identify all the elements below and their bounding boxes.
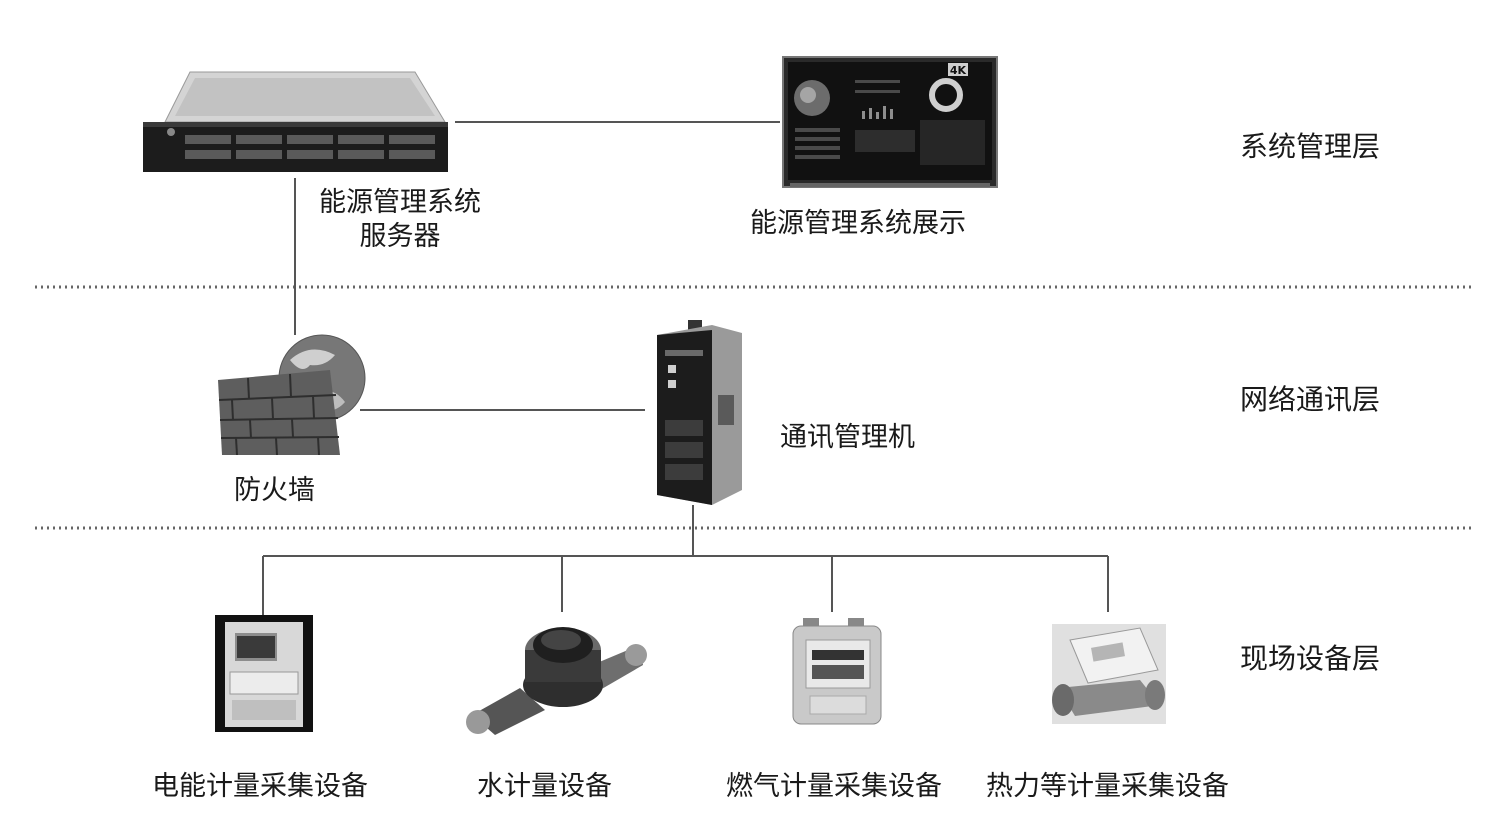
layer-label-network: 网络通讯层 [1240, 383, 1381, 416]
water-meter-label: 水计量设备 [477, 771, 612, 802]
firewall-icon [218, 334, 366, 456]
firewall-label: 防火墙 [234, 475, 315, 506]
server-icon [143, 71, 448, 172]
heat-meter-icon [1052, 624, 1166, 724]
electric-meter-label: 电能计量采集设备 [152, 771, 368, 802]
comm-manager-icon [657, 320, 742, 505]
server-label: 能源管理系统 服务器 [300, 186, 500, 254]
heat-meter-label: 热力等计量采集设备 [986, 771, 1229, 802]
water-meter-icon [466, 627, 647, 735]
display-label: 能源管理系统展示 [750, 208, 966, 239]
server-label-line1: 能源管理系统 [319, 187, 481, 218]
electric-meter-icon [215, 615, 313, 732]
layer-label-system: 系统管理层 [1240, 130, 1381, 163]
gas-meter-icon [792, 618, 882, 725]
display-badge: 4K [950, 64, 967, 77]
display-icon: 4K [782, 56, 998, 188]
comm-manager-label: 通讯管理机 [780, 422, 915, 453]
connectors [262, 121, 1109, 615]
layer-label-field: 现场设备层 [1240, 642, 1381, 675]
server-label-line2: 服务器 [359, 221, 441, 252]
gas-meter-label: 燃气计量采集设备 [726, 771, 942, 802]
